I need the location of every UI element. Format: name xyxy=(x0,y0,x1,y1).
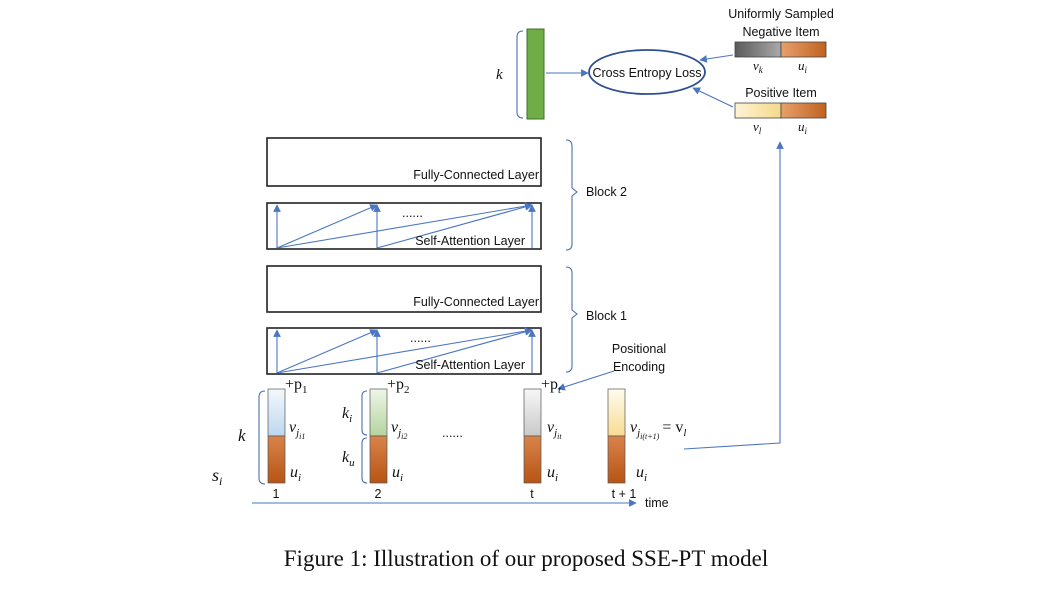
seq-col4-item-embedding xyxy=(607,388,626,437)
target-to-positive-arrow xyxy=(683,141,784,450)
seq-col3-u-label: ui xyxy=(547,464,558,484)
seq-col1-v-label: vji1 xyxy=(289,419,305,441)
block1-dots: ...... xyxy=(410,331,431,345)
seq-col2-user-embedding xyxy=(369,435,388,484)
positive-u-label: ui xyxy=(798,119,808,136)
seq-col4-time: t + 1 xyxy=(612,487,637,501)
seq-column-t: vjit ui t xyxy=(523,388,562,501)
positional-arrow xyxy=(557,370,615,391)
loss-label: Cross Entropy Loss xyxy=(592,66,701,80)
block1-fc-layer xyxy=(266,265,542,313)
block2-attention-arrows xyxy=(273,202,536,249)
block1-attention-arrows xyxy=(273,327,536,374)
positive-title: Positive Item xyxy=(745,86,817,100)
seq-k-label: k xyxy=(238,426,246,445)
seq-col4-v-label: vji(t+1)= vl xyxy=(630,419,686,441)
seq-col1-u-label: ui xyxy=(290,464,301,484)
top-k-brace xyxy=(516,30,524,119)
negative-u-label: ui xyxy=(798,58,808,75)
pos-enc-p2: +p2 xyxy=(387,376,410,396)
seq-col3-v-label: vjit xyxy=(547,419,562,441)
time-axis-label: time xyxy=(645,496,669,510)
negative-v-label: vk xyxy=(753,58,764,75)
seq-col4-u-label: ui xyxy=(636,464,647,484)
pos-enc-pt: +pt xyxy=(541,376,562,396)
seq-k-brace xyxy=(258,390,266,485)
negative-user-vector xyxy=(780,41,827,58)
block2-label: Block 2 xyxy=(586,185,627,199)
input-sequence: si k vji1 ui 1 ki ku xyxy=(212,141,784,510)
loss-ellipse xyxy=(588,49,706,95)
seq-col3-item-embedding xyxy=(523,388,542,437)
top-k-label: k xyxy=(496,67,503,83)
seq-s-label: si xyxy=(212,465,222,488)
block1-label: Block 1 xyxy=(586,309,627,323)
output-vector xyxy=(526,28,545,120)
negative-to-loss-arrow xyxy=(699,54,734,63)
top-section: k Cross Entropy Loss Uniformly Sampled N… xyxy=(496,7,834,136)
seq-ki-label: ki xyxy=(342,405,352,425)
positional-label-line1: Positional xyxy=(612,342,666,356)
seq-col1-time: 1 xyxy=(273,487,280,501)
block1-sa-label: Self-Attention Layer xyxy=(415,358,525,372)
positional-encoding: Positional Encoding +p1 +p2 +pt xyxy=(285,342,666,396)
positional-label-line2: Encoding xyxy=(613,360,665,374)
seq-ki-brace xyxy=(361,390,368,436)
negative-title-line1: Uniformly Sampled xyxy=(728,7,834,21)
seq-col3-time: t xyxy=(530,487,534,501)
seq-ku-brace xyxy=(361,437,368,484)
seq-ku-label: ku xyxy=(342,449,355,469)
seq-col3-user-embedding xyxy=(523,435,542,484)
seq-col2-v-label: vji2 xyxy=(391,419,407,441)
seq-col1-user-embedding xyxy=(267,435,286,484)
block2-dots: ...... xyxy=(402,206,423,220)
seq-col2-item-embedding xyxy=(369,388,388,437)
positive-v-label: vl xyxy=(753,119,762,136)
seq-column-2: ki ku vji2 ui 2 xyxy=(342,388,407,501)
block2-brace xyxy=(565,139,578,251)
seq-col1-item-embedding xyxy=(267,388,286,437)
seq-dots: ...... xyxy=(442,426,463,440)
positive-item-vector xyxy=(734,102,782,119)
seq-col2-u-label: ui xyxy=(392,464,403,484)
block-1: Fully-Connected Layer ...... Self-Attent… xyxy=(266,265,627,375)
pos-enc-p1: +p1 xyxy=(285,376,308,396)
positive-to-loss-arrow xyxy=(692,87,734,108)
seq-column-1: vji1 ui 1 xyxy=(267,388,305,501)
negative-item-vector xyxy=(734,41,782,58)
figure-caption: Figure 1: Illustration of our proposed S… xyxy=(284,546,768,571)
block2-sa-label: Self-Attention Layer xyxy=(415,234,525,248)
block2-fc-layer xyxy=(266,137,542,187)
seq-col2-time: 2 xyxy=(375,487,382,501)
negative-title-line2: Negative Item xyxy=(742,25,819,39)
block1-brace xyxy=(565,266,578,373)
block1-fc-label: Fully-Connected Layer xyxy=(413,295,539,309)
seq-column-t-plus-1: vji(t+1)= vl ui t + 1 xyxy=(607,388,686,501)
block-2: Fully-Connected Layer ...... Self-Attent… xyxy=(266,137,627,251)
block2-fc-label: Fully-Connected Layer xyxy=(413,168,539,182)
seq-col4-user-embedding xyxy=(607,435,626,484)
block2-sa-layer xyxy=(266,202,542,250)
positive-user-vector xyxy=(780,102,827,119)
